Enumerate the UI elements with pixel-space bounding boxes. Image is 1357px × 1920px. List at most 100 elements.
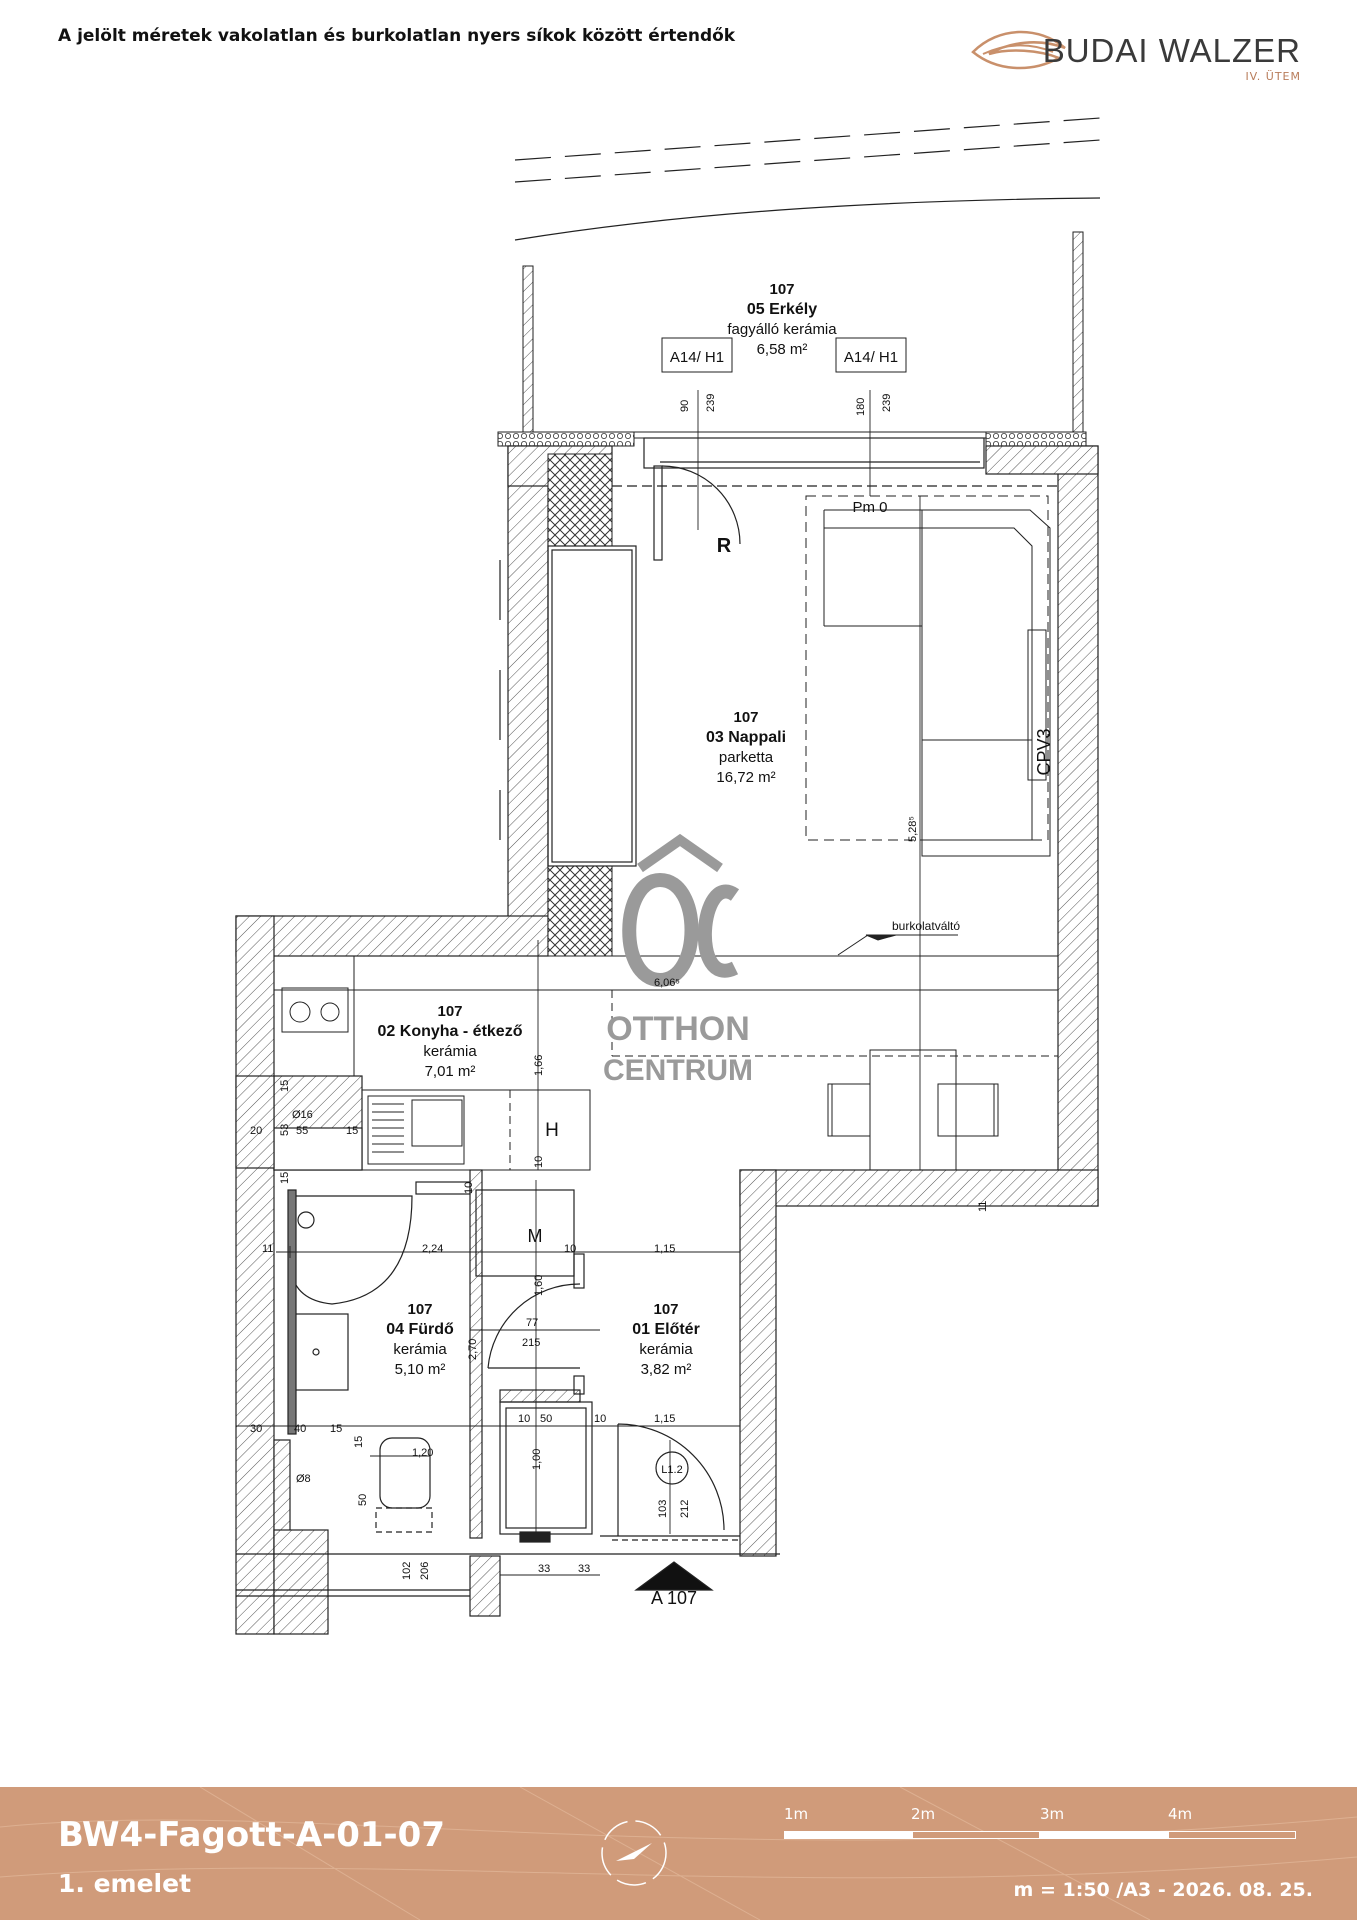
plan-label: 10 — [518, 1413, 530, 1425]
plan-label: kerámia — [423, 1043, 477, 1060]
plan-label: 2,24 — [422, 1243, 443, 1255]
m-tag: M — [528, 1226, 543, 1246]
plan-label: 2,70 — [467, 1339, 479, 1360]
plan-label: 50 — [357, 1494, 369, 1506]
plan-label: 6,58 m² — [757, 341, 808, 358]
plan-label: 53 — [279, 1124, 291, 1136]
compass-icon — [601, 1820, 667, 1886]
plan-label: 107 — [653, 1301, 678, 1318]
scalebar-segment — [1040, 1831, 1168, 1839]
watermark-line2: CENTRUM — [603, 1054, 753, 1087]
plan-label: 239 — [705, 394, 717, 412]
plan-label: 107 — [407, 1301, 432, 1318]
scalebar-label-3: 3m — [1040, 1805, 1065, 1823]
plan-label: 7,01 m² — [425, 1063, 476, 1080]
plan-label: 10 — [463, 1182, 475, 1194]
scalebar-segment — [912, 1831, 1040, 1839]
room-label-konyha: 107 02 Konyha - étkező kerámia 7,01 m² — [378, 1003, 523, 1080]
floor-plan: OTTHON CENTRUM A14/ H1 A14/ H1 Pm 0 R H … — [235, 117, 1101, 1635]
plan-label: 20 — [250, 1125, 262, 1137]
plan-label: 11 — [977, 1201, 989, 1212]
plan-label: 107 — [733, 709, 758, 726]
plan-label: 6,06⁵ — [654, 977, 680, 989]
scalebar-segment — [784, 1831, 912, 1839]
window-tags: A14/ H1 A14/ H1 — [661, 337, 907, 373]
room-label-erkely: 107 05 Erkély fagyálló kerámia 6,58 m² — [727, 281, 837, 358]
brand-subtitle: IV. ÜTEM — [1245, 70, 1301, 83]
radiator-tag: R — [717, 535, 732, 557]
walls — [235, 445, 1099, 1635]
brand-name: BUDAI WALZER — [1042, 32, 1301, 69]
plan-label: Ø8 — [296, 1473, 311, 1485]
plan-label: 16,72 m² — [716, 769, 775, 786]
section-marker: A 107 — [651, 1588, 697, 1608]
floor-level: 1. emelet — [58, 1869, 192, 1898]
floor-change-label: burkolatváltó — [892, 919, 960, 933]
level-tag: Pm 0 — [852, 499, 887, 516]
plan-label: 10 — [533, 1156, 545, 1168]
scale-date: m = 1:50 /A3 - 2026. 08. 25. — [1013, 1879, 1313, 1901]
plan-label: 50 — [540, 1413, 552, 1425]
watermark-line1: OTTHON — [606, 1010, 750, 1048]
plan-label: 107 — [769, 281, 794, 298]
plan-label: 55 — [296, 1125, 308, 1137]
plan-label: 102 — [401, 1562, 413, 1580]
dimension-labels: 90 239 180 239 5,28⁵ 6,06⁵ 1,66 2,24 1,1… — [250, 394, 989, 1580]
plan-label: 5,10 m² — [395, 1361, 446, 1378]
plan-label: 215 — [522, 1337, 540, 1349]
plan-label: 05 Erkély — [747, 301, 817, 318]
plan-label: 30 — [250, 1423, 262, 1435]
plan-label: 3,82 m² — [641, 1361, 692, 1378]
leaf-logo-icon — [971, 30, 1066, 70]
h-tag: H — [545, 1120, 559, 1141]
plan-label: 15 — [330, 1423, 342, 1435]
brand-logo-block: BUDAI WALZER IV. ÜTEM — [961, 22, 1301, 92]
scalebar-label-2: 2m — [911, 1805, 936, 1823]
plan-label: kerámia — [639, 1341, 693, 1358]
plan-label: 107 — [437, 1003, 462, 1020]
door-tag: L1.2 — [661, 1464, 682, 1476]
plan-label: 04 Fürdő — [386, 1321, 454, 1338]
unit-code: BW4-Fagott-A-01-07 — [58, 1815, 445, 1855]
plan-label: 1,20 — [412, 1447, 433, 1459]
plan-label: 212 — [679, 1500, 691, 1518]
otthon-centrum-watermark: OTTHON CENTRUM — [603, 833, 753, 1087]
bathroom-fixtures — [287, 1181, 585, 1533]
plan-label: 1,00 — [531, 1449, 543, 1470]
plan-label: 15 — [346, 1125, 358, 1137]
plan-label: 11 — [262, 1243, 273, 1255]
sofa — [805, 495, 1051, 857]
plan-label: fagyálló kerámia — [727, 321, 837, 338]
plan-label: Ø16 — [292, 1109, 313, 1121]
balcony-door — [612, 437, 1058, 561]
plan-label: 1,15 — [654, 1243, 675, 1255]
room-label-eloter: 107 01 Előtér kerámia 3,82 m² — [632, 1301, 700, 1378]
plan-label: 206 — [419, 1562, 431, 1580]
plan-label: 1,15 — [654, 1413, 675, 1425]
plan-label: 77 — [526, 1317, 538, 1329]
plan-label: 10 — [564, 1243, 576, 1255]
plan-label: 1,60 — [533, 1275, 545, 1296]
kitchen-counter — [273, 955, 591, 1171]
footer-bar: BW4-Fagott-A-01-07 1. emelet 1m 2m 3m 4m… — [0, 1787, 1357, 1920]
plan-label: 40 — [294, 1423, 306, 1435]
scalebar-segment — [1168, 1831, 1296, 1839]
plan-label: 02 Konyha - étkező — [378, 1023, 523, 1040]
street-lines — [514, 117, 1101, 241]
cpv-tag: CPV3 — [1034, 728, 1054, 775]
scalebar-label-4: 4m — [1168, 1805, 1193, 1823]
plan-label: 239 — [881, 394, 893, 412]
columns — [547, 453, 613, 957]
plan-label: 15 — [279, 1080, 291, 1092]
room-label-nappali: 107 03 Nappali parketta 16,72 m² — [706, 709, 786, 786]
scalebar-label-1: 1m — [784, 1805, 809, 1823]
room-label-furdo: 107 04 Fürdő kerámia 5,10 m² — [386, 1301, 454, 1378]
plan-label: 180 — [855, 398, 867, 416]
plan-label: 1,66 — [533, 1055, 545, 1076]
plan-label: parketta — [719, 749, 774, 766]
window-tag-left: A14/ H1 — [670, 349, 724, 366]
window-tag-right: A14/ H1 — [844, 349, 898, 366]
balcony-railing — [497, 231, 1087, 447]
wardrobe — [499, 545, 637, 867]
plan-label: 103 — [657, 1500, 669, 1518]
